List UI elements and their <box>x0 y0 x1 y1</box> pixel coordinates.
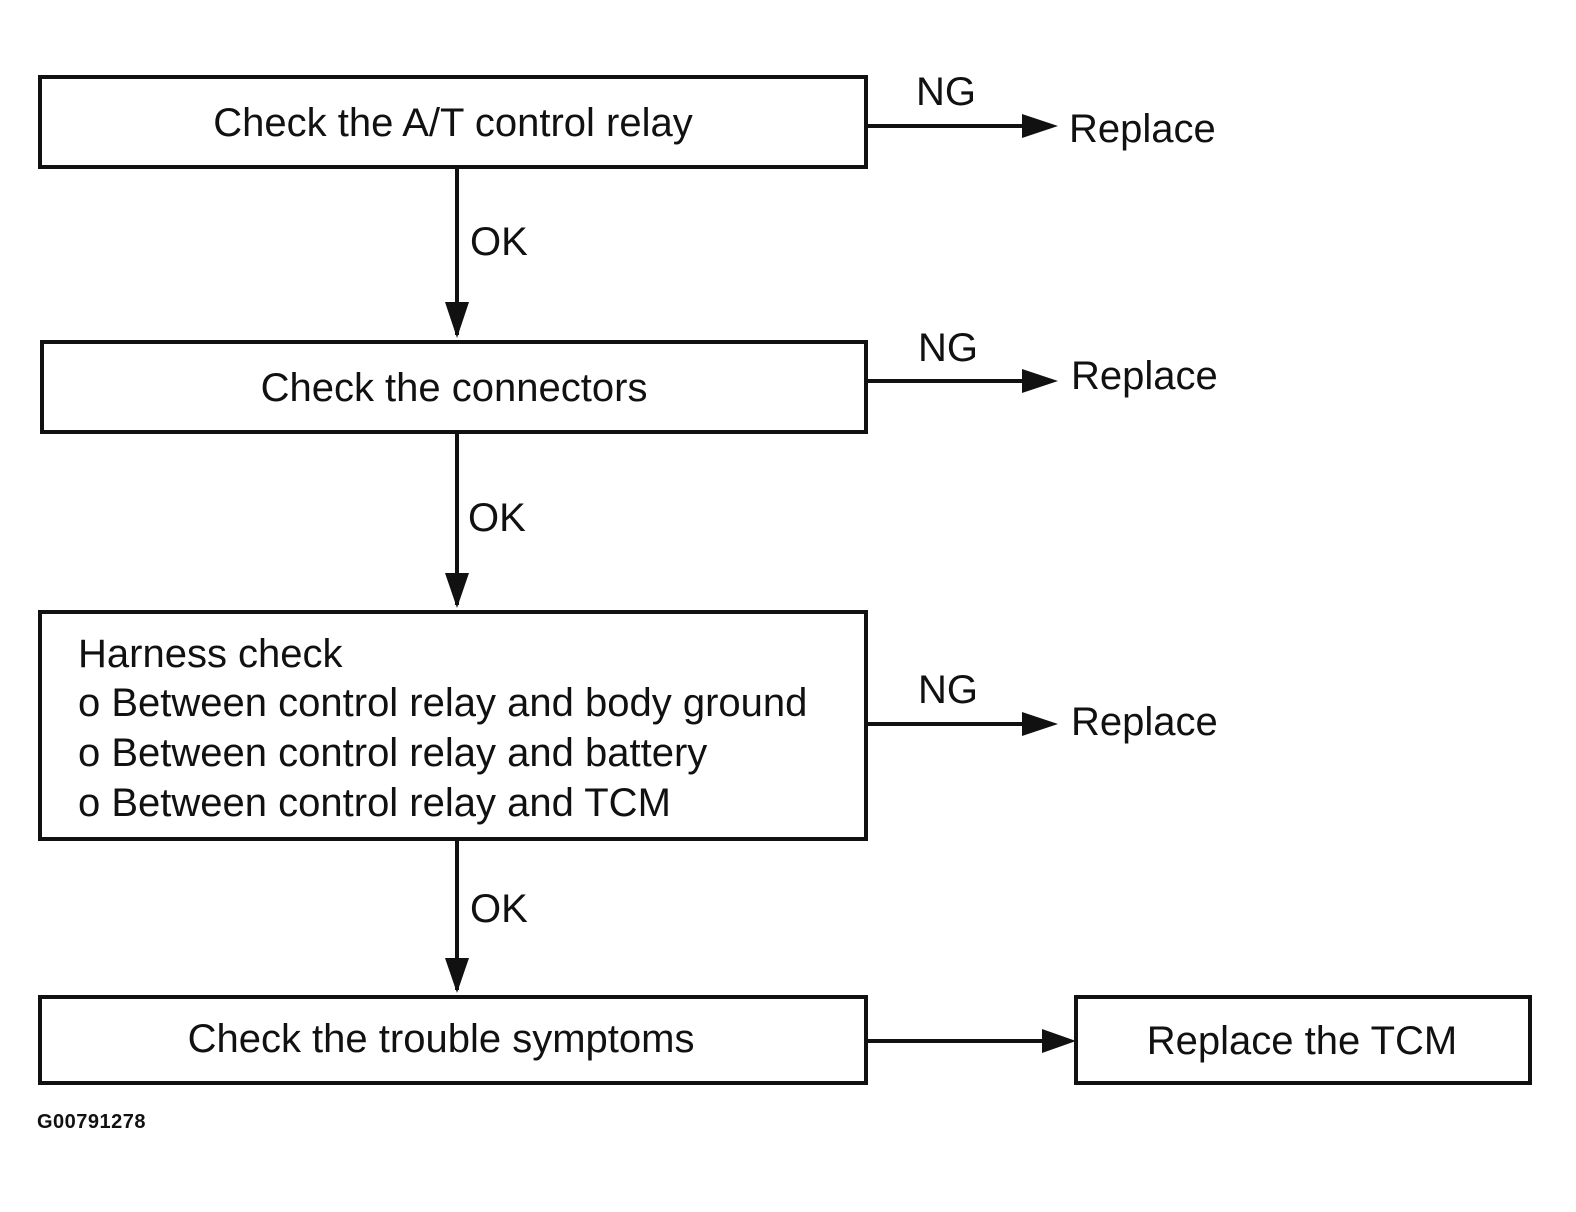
harness-item: o Between control relay and battery <box>78 731 708 775</box>
ng-label: NG <box>918 326 978 370</box>
harness-item: o Between control relay and TCM <box>78 781 671 825</box>
step-connectors-box: Check the connectors <box>40 340 868 434</box>
replace-tcm-box: Replace the TCM <box>1074 995 1532 1085</box>
ok-label: OK <box>470 887 528 931</box>
replace-tcm-label: Replace the TCM <box>1146 1019 1458 1063</box>
replace-label: Replace <box>1071 354 1218 398</box>
ng-label: NG <box>918 668 978 712</box>
ng-label: NG <box>916 70 976 114</box>
step-connectors-label: Check the connectors <box>260 366 648 410</box>
figure-id: G00791278 <box>37 1111 147 1133</box>
step-relay-label: Check the A/T control relay <box>213 101 693 145</box>
step-relay-box: Check the A/T control relay <box>38 75 868 169</box>
replace-label: Replace <box>1069 107 1216 151</box>
step-symptoms-box: Check the trouble symptoms <box>38 995 868 1085</box>
harness-item: o Between control relay and body ground <box>78 681 808 725</box>
replace-label: Replace <box>1071 700 1218 744</box>
ok-label: OK <box>470 220 528 264</box>
harness-title: Harness check <box>78 632 343 676</box>
step-harness-box: Harness check o Between control relay an… <box>38 610 868 841</box>
step-symptoms-label: Check the trouble symptoms <box>187 1017 695 1061</box>
ok-label: OK <box>468 496 526 540</box>
